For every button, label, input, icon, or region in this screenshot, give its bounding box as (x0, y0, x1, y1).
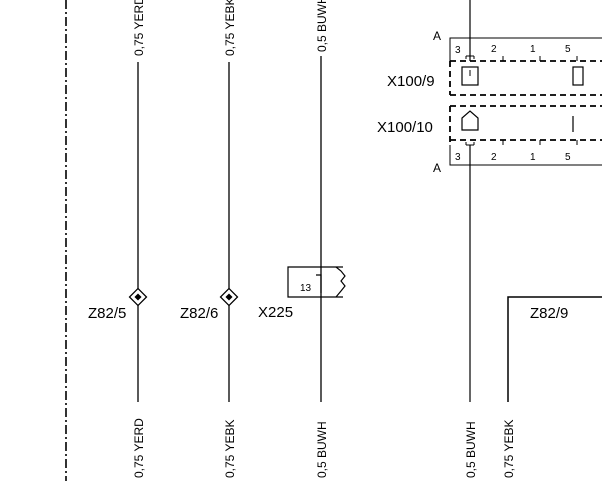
pin-number: 3 (455, 152, 461, 163)
wire-buwh: 0,5 BUWH 0,5 BUWH (315, 0, 329, 478)
splice-z82-6: Z82/6 (180, 287, 239, 322)
wire-bottom-label: 0,75 YERD (132, 418, 146, 478)
wire-yebk: 0,75 YEBK 0,75 YEBK (223, 0, 237, 478)
connector-pin-number: 13 (300, 283, 312, 294)
pin-number: 2 (491, 44, 497, 55)
connector-x100-9: X100/9 (387, 60, 602, 96)
splice-label: Z82/5 (88, 305, 126, 322)
wire-top-label: 0,75 YEBK (223, 0, 237, 56)
splice-z82-5: Z82/5 (88, 287, 148, 322)
connector-x100-10: X100/10 (377, 105, 602, 145)
pin-number: 1 (530, 44, 536, 55)
pin-number: 2 (491, 152, 497, 163)
wire-top-label: 0,5 BUWH (315, 0, 329, 52)
wire-yerd: 0,75 YERD 0,75 YERD (132, 0, 146, 478)
wire-bottom-label: 0,5 BUWH (315, 421, 329, 478)
splice-z82-9: Z82/9 0,75 YEBK (502, 296, 602, 479)
connector-label: X225 (258, 304, 293, 321)
section-label-top: A (433, 29, 441, 43)
connector-label: X100/9 (387, 73, 435, 90)
wire-top-label: 0,75 YERD (132, 0, 146, 56)
splice-label: Z82/9 (530, 305, 568, 322)
connector-block-x100: A A 3 2 1 5 3 2 1 5 X100/9 (377, 0, 602, 478)
pin-number: 3 (455, 45, 461, 56)
splice-label: Z82/6 (180, 305, 218, 322)
section-label-bottom: A (433, 161, 441, 175)
connector-x225: 13 X225 (258, 266, 346, 321)
pin-number: 1 (530, 152, 536, 163)
wire-bottom-label: 0,75 YEBK (502, 420, 516, 479)
pin-icon (461, 110, 479, 131)
wire-bottom-label: 0,75 YEBK (223, 420, 237, 479)
wire-bottom-label: 0,5 BUWH (464, 421, 478, 478)
pin-number: 5 (565, 44, 571, 55)
connector-label: X100/10 (377, 119, 433, 136)
pin-number: 5 (565, 152, 571, 163)
